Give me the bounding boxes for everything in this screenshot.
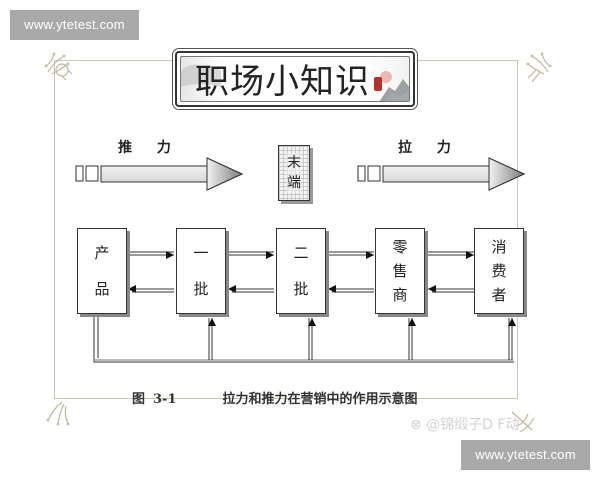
node-char: 消 (491, 238, 507, 256)
flourish-bottom-left-icon (46, 401, 70, 426)
caption-figure-label: 图 (132, 392, 146, 407)
flourish-bottom-right-icon (511, 411, 535, 433)
caption-text: 拉力和推力在营销中的作用示意图 (222, 392, 418, 407)
ink-mountain-left-icon (181, 64, 221, 87)
watermark-top: www.ytetest.com (10, 10, 139, 40)
sun-icon (380, 71, 392, 83)
push-label: 推 力 (118, 140, 181, 156)
ink-mountain-right-icon (379, 79, 409, 101)
social-watermark: ⊗ @锦缎子D F动 (410, 417, 520, 433)
node-char: 商 (392, 286, 408, 304)
figure-caption: 图 3-1 拉力和推力在营销中的作用示意图 (132, 388, 418, 407)
caption-figure-number: 3-1 (153, 392, 177, 407)
page-title: 职场小知识 (195, 62, 370, 102)
flourish-top-right-icon (526, 52, 552, 82)
node-char: 售 (392, 262, 408, 280)
pull-label: 拉 力 (398, 140, 461, 156)
node-char: 一 (193, 244, 209, 262)
node-retailer: 零 售 商 (375, 228, 425, 314)
node-char: 品 (94, 280, 110, 298)
node-char: 者 (491, 286, 507, 304)
push-arrow-icon (75, 157, 244, 191)
seal-stamp-icon (374, 77, 382, 91)
node-char: 产 (94, 244, 110, 262)
watermark-bottom: www.ytetest.com (461, 440, 590, 470)
node-wholesaler-1: 一 批 (176, 228, 226, 314)
node-producer: 产 品 (77, 228, 127, 314)
terminal-char-2: 端 (287, 173, 301, 193)
flourish-top-left-icon (44, 52, 73, 81)
node-wholesaler-2: 二 批 (276, 228, 326, 314)
terminal-box: 末 端 (278, 145, 310, 201)
node-char: 零 (392, 238, 408, 256)
node-char: 费 (491, 262, 507, 280)
node-char: 批 (293, 280, 309, 298)
node-char: 批 (193, 280, 209, 298)
pull-arrow-icon (357, 157, 526, 191)
node-char: 二 (293, 244, 309, 262)
terminal-char-1: 末 (287, 153, 301, 173)
title-banner: 职场小知识 (175, 51, 415, 107)
node-consumer: 消 费 者 (474, 228, 524, 314)
